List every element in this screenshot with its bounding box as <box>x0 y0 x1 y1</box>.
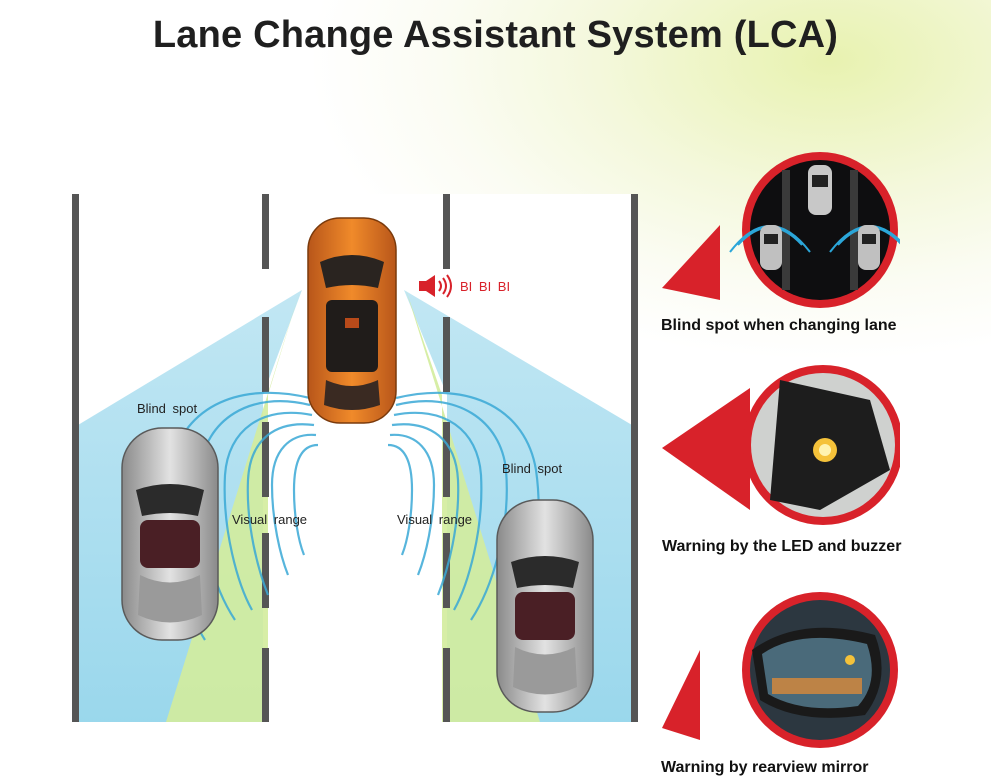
blind-spot-cars-icon <box>729 165 900 290</box>
left-silver-car <box>121 427 219 641</box>
visual-range-left-label: Visual range <box>232 512 308 527</box>
blind-spot-right-label: Blind spot <box>502 461 563 476</box>
panel-rearview-mirror <box>662 592 898 748</box>
visual-range-right-label: Visual range <box>397 512 473 527</box>
caption-led-buzzer: Warning by the LED and buzzer <box>662 538 902 555</box>
right-silver-car <box>496 499 594 713</box>
mirror-led-icon <box>770 380 890 510</box>
caption-rearview-mirror: Warning by rearview mirror <box>661 759 869 776</box>
panel-blind-spot <box>662 152 900 308</box>
ego-car <box>307 217 397 424</box>
caption-blind-spot: Blind spot when changing lane <box>661 317 897 334</box>
center-lane <box>268 400 442 722</box>
page-title: Lane Change Assistant System (LCA) <box>152 14 839 56</box>
blind-spot-left-label: Blind spot <box>137 401 198 416</box>
rearview-mirror-icon <box>752 627 882 718</box>
speaker-icon <box>419 274 452 298</box>
alert-sound-label: BI BI BI <box>460 279 511 294</box>
panel-led-buzzer <box>662 365 900 525</box>
